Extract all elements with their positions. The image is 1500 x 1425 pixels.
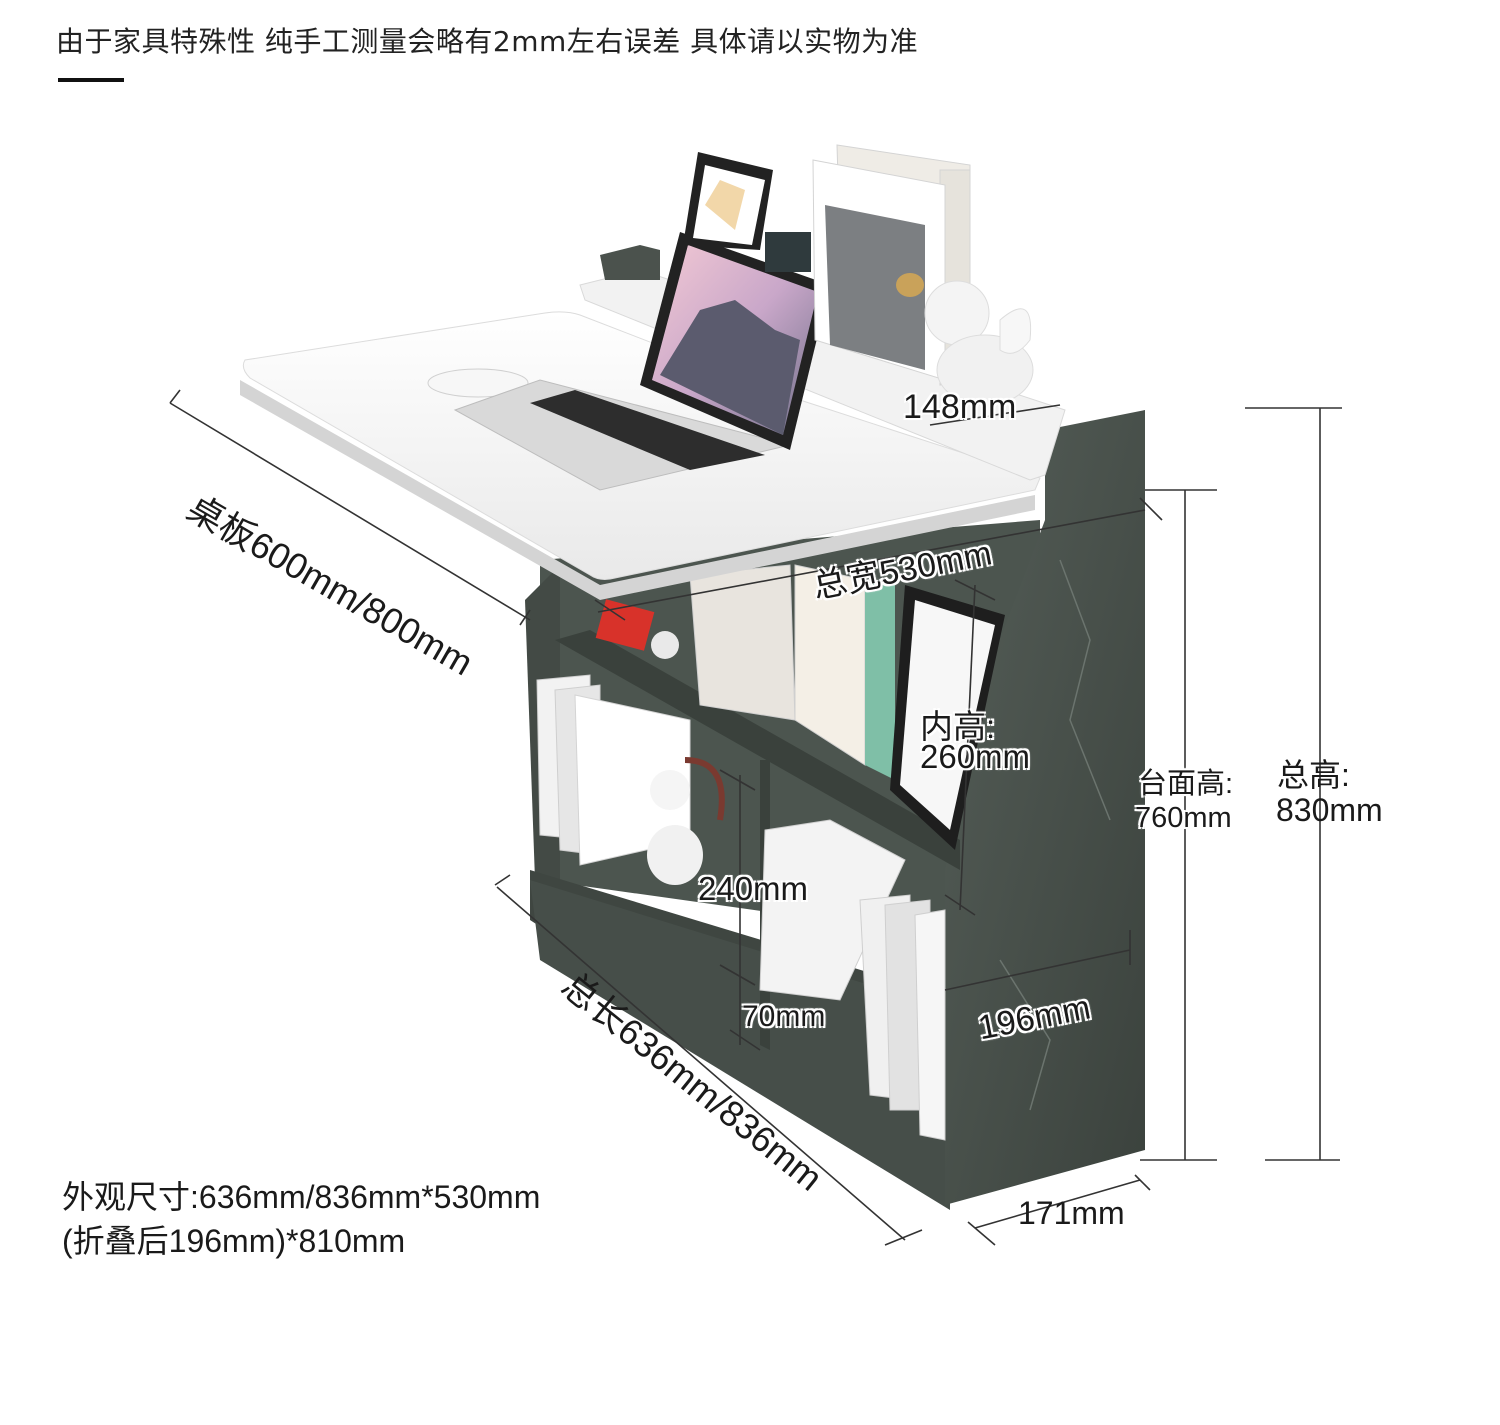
dim-line-foot: [974, 1179, 1141, 1229]
cabinet-right-panel: [945, 410, 1145, 1205]
summary-line-2: (折叠后196mm)*810mm: [62, 1223, 406, 1259]
dim-line-desktop: [169, 402, 531, 621]
label-total-height: 总高:: [1277, 757, 1350, 793]
dim-line-total-length: [496, 886, 906, 1241]
top-books: [765, 144, 971, 386]
books-upper: [689, 564, 1005, 850]
dim-line-total-width: [597, 509, 1146, 613]
dimension-lines: [169, 389, 1342, 1246]
value-table-height: 760mm: [1135, 802, 1232, 834]
notice-text: 由于家具特殊性 纯手工测量会略有2mm左右误差 具体请以实物为准: [56, 25, 919, 58]
dim-line-shelf-depth: [929, 404, 1061, 426]
label-lower-shelf: 240mm: [698, 870, 809, 907]
mouse: [427, 368, 529, 398]
red-decor: [595, 599, 679, 659]
stone-vein: [1059, 559, 1111, 821]
desk-edge: [240, 380, 1035, 600]
books-lower-right: [759, 819, 946, 1141]
value-total-height: 830mm: [1276, 792, 1383, 828]
upper-shelf: [555, 630, 960, 870]
label-foot: 171mm: [1018, 1195, 1125, 1231]
sculpture: [896, 273, 1034, 406]
mountain: [660, 300, 800, 435]
summary-line-1: 外观尺寸:636mm/836mm*530mm: [62, 1179, 541, 1215]
photo-frame: [683, 152, 773, 250]
overall-size-summary: 外观尺寸:636mm/836mm*530mm (折叠后196mm)*810mm: [62, 1175, 540, 1263]
laptop-keyboard: [530, 390, 765, 470]
books-lower-left: [536, 674, 691, 866]
label-table-height: 台面高:: [1138, 768, 1234, 800]
white-figure: [647, 757, 725, 885]
label-base: 70mm: [742, 1000, 826, 1033]
dim-line-folded: [944, 949, 1131, 991]
value-inner-height: 260mm: [920, 738, 1031, 775]
laptop: [453, 232, 830, 491]
stone-vein-2: [999, 959, 1051, 1111]
label-shelf-depth: 148mm: [903, 388, 1017, 426]
notice-underline: [58, 78, 124, 82]
label-inner-height: 内高:: [920, 708, 996, 745]
shelf-back: [600, 245, 660, 280]
